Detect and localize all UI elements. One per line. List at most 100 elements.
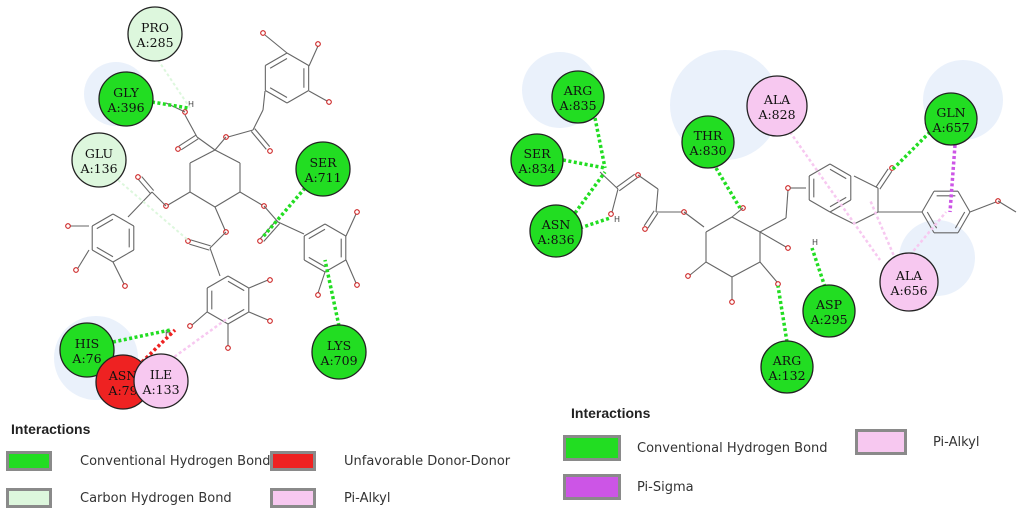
residue-number: A:295 xyxy=(809,312,847,327)
bond-line xyxy=(141,176,155,191)
residue-name: ASN xyxy=(108,368,138,383)
residue-name: HIS xyxy=(75,336,99,351)
bond-line xyxy=(250,131,267,150)
bond-line xyxy=(647,212,659,229)
bond-line xyxy=(808,163,831,177)
oxygen-atom xyxy=(775,281,781,287)
bond-line xyxy=(853,211,879,225)
residue-circle xyxy=(529,204,583,258)
residue-number: A:830 xyxy=(688,143,726,158)
bond-line xyxy=(611,188,619,213)
bond-line xyxy=(214,136,227,151)
bond-line xyxy=(252,109,264,131)
residue-number: A:396 xyxy=(106,100,144,115)
interaction-line xyxy=(948,144,957,213)
bond-line xyxy=(759,231,787,248)
residue-circle xyxy=(295,141,351,197)
bond-line xyxy=(759,261,778,283)
bond-line xyxy=(643,210,655,227)
bond-line xyxy=(655,188,659,213)
legend-swatch xyxy=(270,488,316,508)
bond-line xyxy=(879,170,893,190)
bond-line xyxy=(180,138,199,151)
interaction-line xyxy=(788,131,882,261)
legend-label: Unfavorable Donor-Donor xyxy=(344,453,511,469)
bond-line xyxy=(112,213,135,227)
bond-line xyxy=(308,228,326,240)
bond-line xyxy=(759,217,787,233)
bond-line xyxy=(265,52,288,66)
residue-circle xyxy=(59,322,115,378)
oxygen-atom xyxy=(685,273,691,279)
bond-line xyxy=(618,177,638,192)
residue-circle xyxy=(802,284,856,338)
bond-line xyxy=(997,200,1017,213)
bond-line xyxy=(227,308,245,320)
bond-line xyxy=(269,58,288,69)
bond-line xyxy=(227,280,245,292)
bond-line xyxy=(345,213,357,237)
residue-number: A:76 xyxy=(71,351,101,366)
bond-line xyxy=(96,218,114,230)
oxygen-atom xyxy=(354,282,360,288)
residue-number: A:835 xyxy=(558,98,596,113)
bond-line xyxy=(189,243,210,251)
legend-swatch xyxy=(855,429,907,455)
residue-name: ALA xyxy=(895,268,923,283)
bond-line xyxy=(308,90,328,102)
residue-number: A:656 xyxy=(889,283,927,298)
residue-number: A:709 xyxy=(319,353,357,368)
residue-name: GLY xyxy=(113,85,139,100)
bond-line xyxy=(829,163,852,177)
oxygen-atom xyxy=(135,174,141,180)
left-legend-item-carbon-h-bond: Carbon Hydrogen Bond xyxy=(6,488,232,508)
legend-label: Carbon Hydrogen Bond xyxy=(80,490,232,506)
left-legend-title: Interactions xyxy=(11,421,91,437)
bond-line xyxy=(206,275,229,289)
residue-circle xyxy=(746,75,808,137)
bond-line xyxy=(190,239,211,247)
bond-line xyxy=(265,90,288,104)
bond-line xyxy=(269,87,288,98)
residue-name: ALA xyxy=(763,92,791,107)
residue-circle xyxy=(510,133,564,187)
bond-line xyxy=(286,90,309,104)
oxygen-atom xyxy=(729,299,735,305)
bond-line xyxy=(637,174,659,190)
residue-number: A:836 xyxy=(536,232,574,247)
bond-line xyxy=(303,259,326,273)
residue-circle xyxy=(71,132,127,188)
bond-line xyxy=(683,211,705,228)
residue-circle xyxy=(551,70,605,124)
residue-circle xyxy=(879,252,939,312)
interaction-line xyxy=(890,130,932,172)
bond-line xyxy=(189,191,216,208)
bond-line xyxy=(262,90,266,111)
oxygen-atom xyxy=(315,41,321,47)
interaction-line xyxy=(260,186,307,240)
residue-name: SER xyxy=(309,155,337,170)
residue-circle xyxy=(127,6,183,62)
bond-line xyxy=(227,275,250,289)
residue-name: THR xyxy=(694,128,723,143)
residue-number: A:657 xyxy=(931,120,969,135)
bond-line xyxy=(77,249,90,269)
bond-line xyxy=(254,128,271,147)
oxygen-atom xyxy=(225,345,231,351)
oxygen-atom xyxy=(267,318,273,324)
residue-name: ARG xyxy=(772,353,801,368)
hydrogen-atom: H xyxy=(188,100,194,109)
bond-line xyxy=(184,114,198,138)
oxygen-atom xyxy=(73,267,79,273)
bond-line xyxy=(957,190,971,213)
residue-number: A:79 xyxy=(107,383,137,398)
oxygen-atom xyxy=(315,292,321,298)
